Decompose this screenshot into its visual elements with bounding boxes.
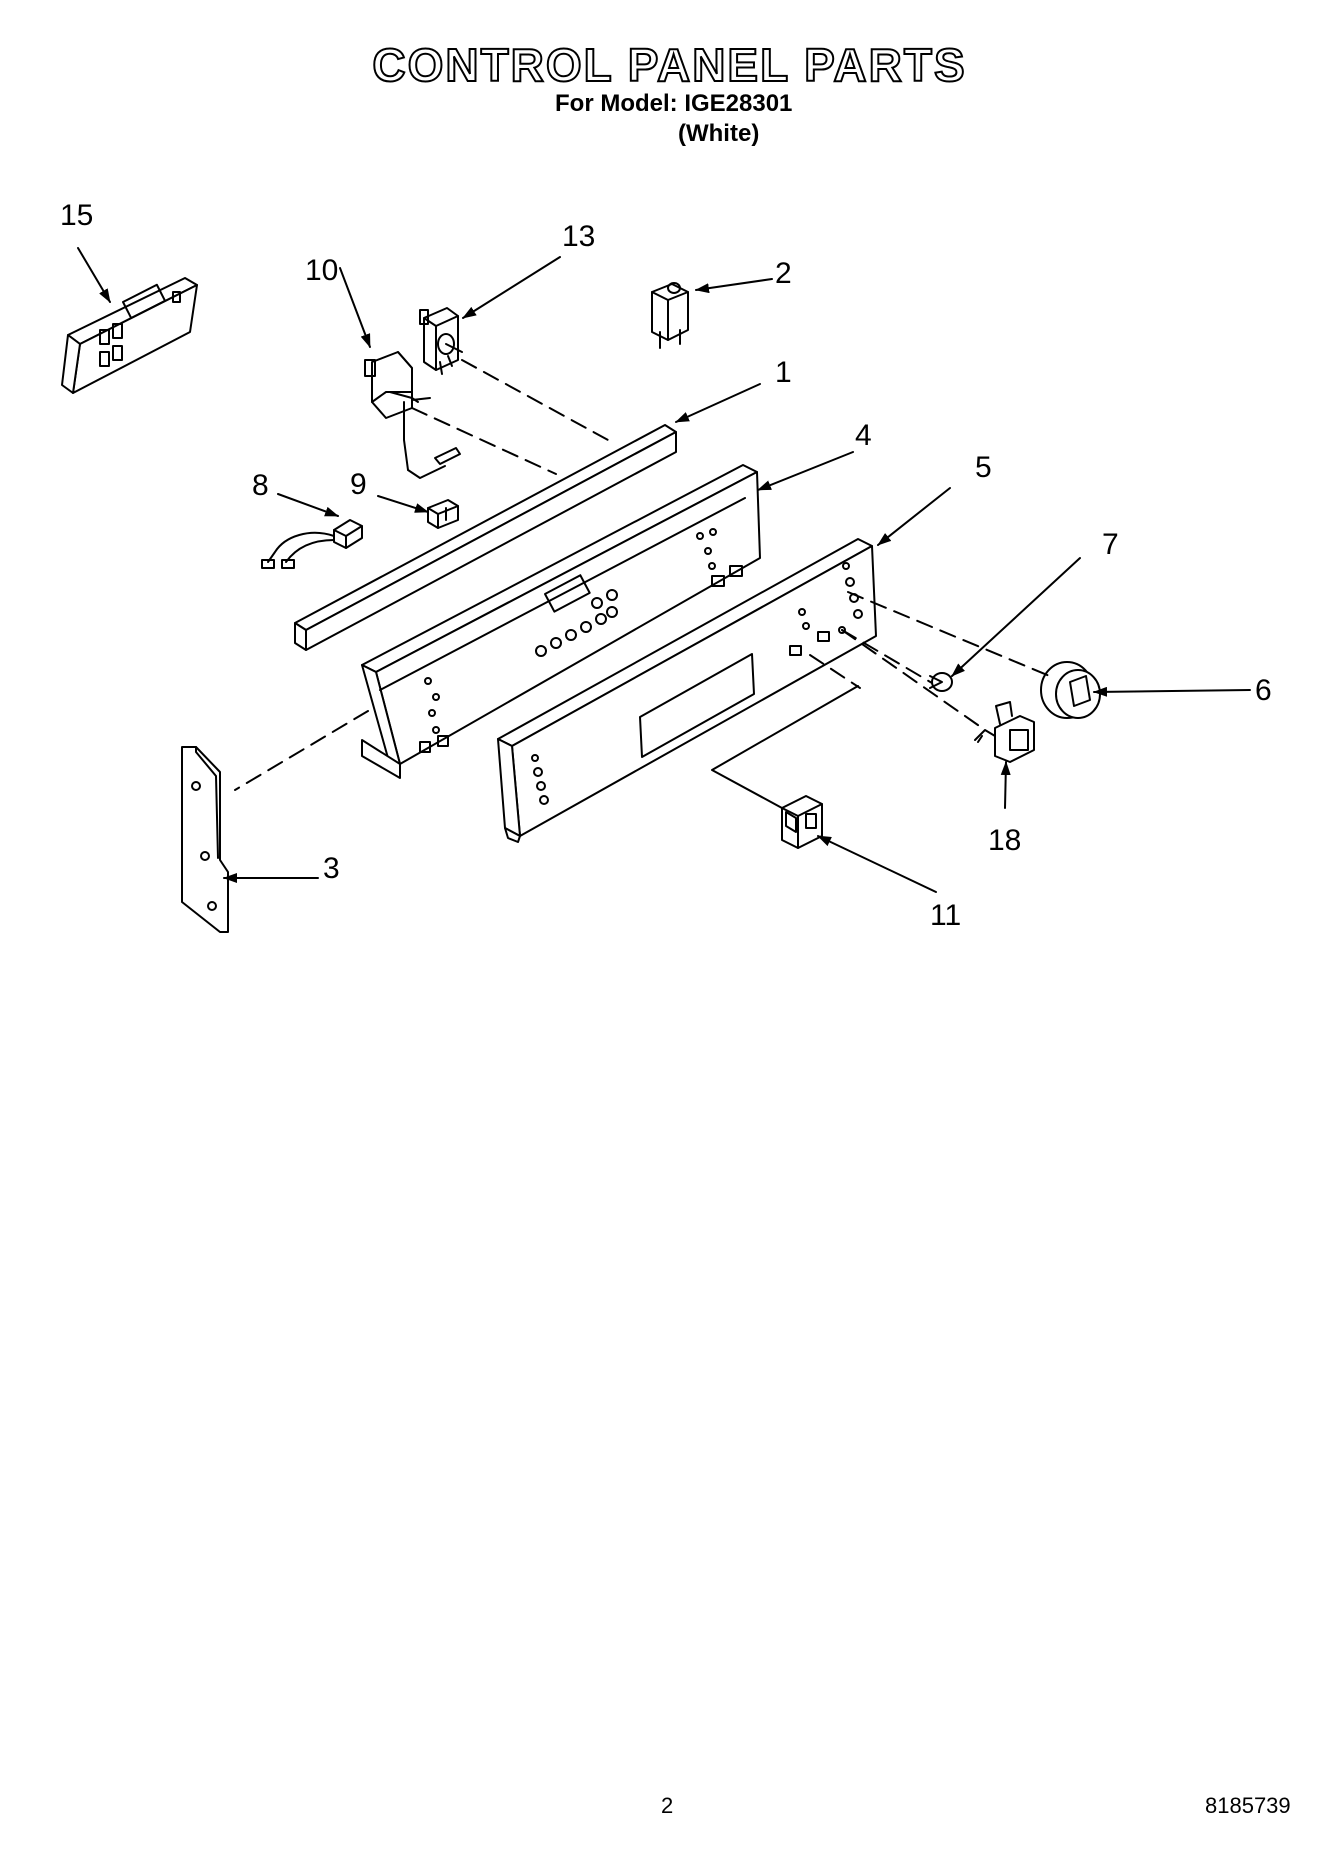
callout-7: 7 <box>1102 528 1119 561</box>
part-6-control-knob <box>1040 661 1101 719</box>
callout-5: 5 <box>975 451 992 484</box>
assembly-lines <box>234 359 1053 791</box>
part-4-control-panel <box>361 464 761 779</box>
part-11-rocker-switch <box>781 795 823 849</box>
page-title: CONTROL PANEL PARTS <box>371 38 967 92</box>
part-2-switch <box>651 282 689 349</box>
callout-1: 1 <box>775 356 792 389</box>
callout-11: 11 <box>930 899 961 932</box>
callout-9: 9 <box>350 468 367 501</box>
callout-15: 15 <box>60 199 93 232</box>
part-10-switch <box>364 351 461 479</box>
callout-6: 6 <box>1255 674 1272 707</box>
part-7-button-cap <box>929 672 953 692</box>
callout-3: 3 <box>323 852 340 885</box>
part-5-console-panel <box>497 538 877 843</box>
model-color: (White) <box>678 120 760 147</box>
part-15-clock-board <box>61 277 198 394</box>
part-3-side-bracket <box>181 746 229 933</box>
part-13-rotary-switch <box>419 307 463 375</box>
callout-8: 8 <box>252 469 269 502</box>
callout-4: 4 <box>855 419 872 452</box>
document-number: 8185739 <box>1205 1793 1291 1818</box>
callout-10: 10 <box>305 254 338 287</box>
model-number: For Model: IGE28301 <box>555 90 793 117</box>
callout-18: 18 <box>988 824 1021 857</box>
part-1-trim-strip <box>294 424 677 651</box>
part-11-guide-lines <box>711 685 859 809</box>
callout-2: 2 <box>775 257 792 290</box>
part-9-clip <box>427 499 459 529</box>
leader-arrows <box>77 247 1251 893</box>
part-18-switch <box>974 701 1035 763</box>
page-number: 2 <box>661 1793 674 1818</box>
callout-13: 13 <box>562 220 595 253</box>
part-8-wire-harness <box>261 519 363 569</box>
